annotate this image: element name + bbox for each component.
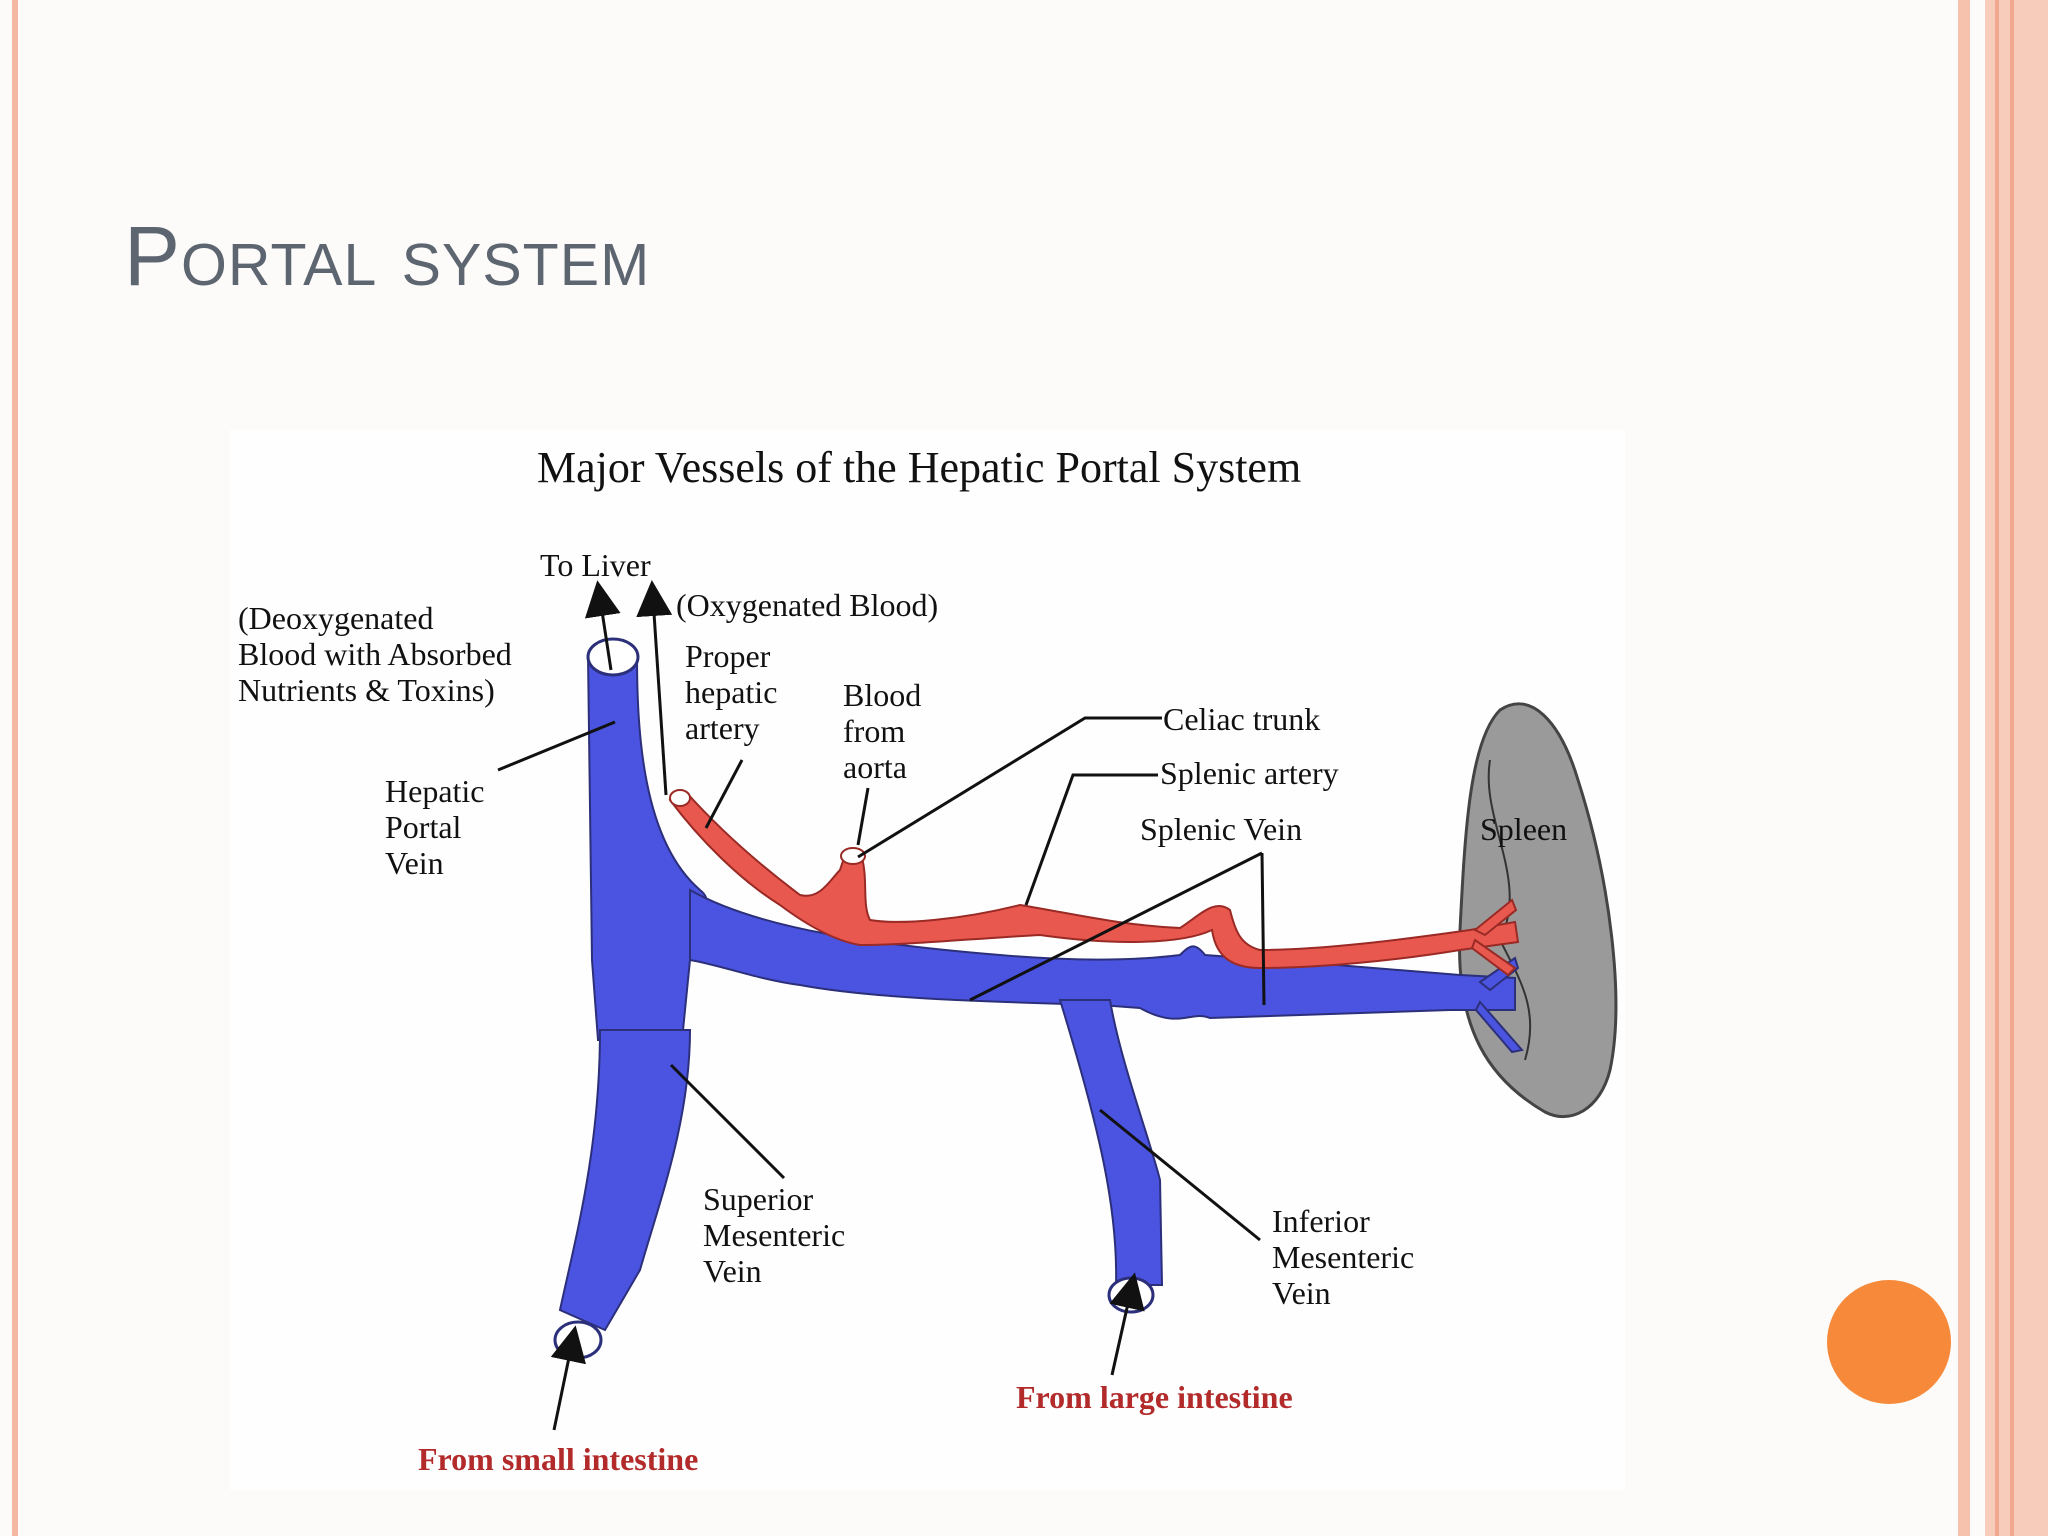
from-small-arrow bbox=[550, 1325, 586, 1431]
leader-lines bbox=[497, 580, 1266, 1431]
inferior-mesenteric-vein bbox=[1058, 999, 1164, 1286]
splenic-vein-leader-a bbox=[969, 851, 1263, 1002]
splenic-vein-leader-b bbox=[1260, 852, 1266, 1006]
label-proper-1: Proper bbox=[685, 638, 771, 674]
splenic-vein-branch-lower bbox=[1474, 1000, 1524, 1054]
label-splenic-artery: Splenic artery bbox=[1160, 755, 1339, 791]
frame-right-stripe bbox=[1958, 0, 1970, 1536]
splenic-artery-leader bbox=[1024, 773, 1158, 906]
from-large-arrow bbox=[1109, 1272, 1145, 1376]
splenic-artery-branch-upper bbox=[1473, 898, 1518, 937]
label-smv-3: Vein bbox=[703, 1253, 762, 1289]
proper-hepatic-artery bbox=[668, 790, 1520, 970]
imv-leader bbox=[1099, 1108, 1261, 1242]
label-proper-3: artery bbox=[685, 710, 760, 746]
frame-right-line bbox=[2010, 0, 2014, 1536]
label-deoxygenated-1: (Deoxygenated bbox=[238, 600, 433, 636]
label-proper-2: hepatic bbox=[685, 674, 777, 710]
spleen-shape bbox=[1458, 702, 1618, 1118]
proper-hepatic-artery-opening bbox=[669, 789, 691, 807]
label-imv-3: Vein bbox=[1272, 1275, 1331, 1311]
label-blood-aorta-1: Blood bbox=[843, 677, 921, 713]
superior-mesenteric-vein-opening bbox=[553, 1320, 603, 1360]
label-celiac-trunk: Celiac trunk bbox=[1163, 701, 1320, 737]
label-from-large-intestine: From large intestine bbox=[1016, 1379, 1293, 1415]
label-smv-2: Mesenteric bbox=[703, 1217, 845, 1253]
label-spleen: Spleen bbox=[1480, 811, 1567, 847]
slide-accent-dot bbox=[1827, 1280, 1951, 1404]
to-liver-arrow-artery bbox=[636, 580, 673, 796]
celiac-trunk-leader bbox=[857, 716, 1162, 859]
to-liver-arrow-vein bbox=[584, 580, 621, 671]
label-hpv-2: Portal bbox=[385, 809, 462, 845]
frame-right-line bbox=[1995, 0, 1999, 1536]
celiac-trunk-opening bbox=[840, 847, 866, 865]
splenic-vein bbox=[689, 888, 1516, 1020]
label-to-liver: To Liver bbox=[540, 547, 651, 583]
frame-left-stripe bbox=[12, 0, 18, 1536]
label-imv-2: Mesenteric bbox=[1272, 1239, 1414, 1275]
label-hpv-3: Vein bbox=[385, 845, 444, 881]
label-blood-aorta-2: from bbox=[843, 713, 905, 749]
label-smv-1: Superior bbox=[703, 1181, 814, 1217]
diagram-heading: Major Vessels of the Hepatic Portal Syst… bbox=[537, 443, 1301, 492]
splenic-artery-branch-lower bbox=[1470, 938, 1517, 977]
label-oxygenated: (Oxygenated Blood) bbox=[676, 587, 938, 623]
label-deoxygenated-3: Nutrients & Toxins) bbox=[238, 672, 495, 708]
label-splenic-vein: Splenic Vein bbox=[1140, 811, 1302, 847]
slide-title: Portal system bbox=[124, 209, 651, 303]
blood-aorta-leader bbox=[856, 787, 870, 846]
label-blood-aorta-3: aorta bbox=[843, 749, 907, 785]
proper-artery-leader bbox=[704, 759, 744, 829]
label-from-small-intestine: From small intestine bbox=[418, 1441, 698, 1477]
label-hpv-1: Hepatic bbox=[385, 773, 485, 809]
hepatic-portal-vein-opening bbox=[586, 637, 640, 677]
label-deoxygenated-2: Blood with Absorbed bbox=[238, 636, 512, 672]
smv-leader bbox=[669, 1063, 786, 1180]
vein-network bbox=[558, 654, 1524, 1332]
superior-mesenteric-vein bbox=[558, 1029, 692, 1332]
artery-network bbox=[668, 790, 1520, 977]
hpv-leader bbox=[497, 720, 616, 772]
label-imv-1: Inferior bbox=[1272, 1203, 1370, 1239]
